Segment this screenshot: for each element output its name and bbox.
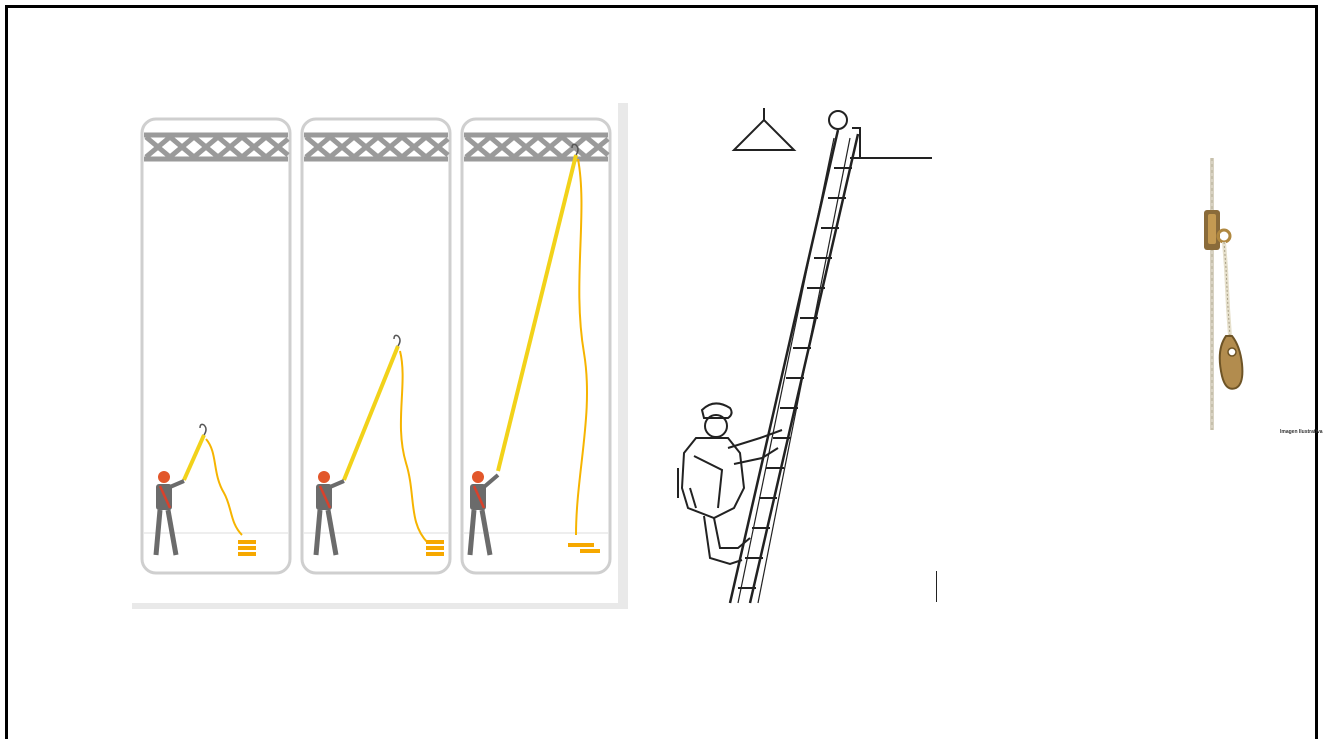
panel-2 — [302, 119, 450, 573]
extension-pole-illustration — [132, 103, 628, 609]
rope-grab-device-image: Imagen Ilustrativa — [1198, 158, 1323, 438]
text-cursor — [936, 571, 937, 602]
rope-coil-icon — [238, 540, 256, 556]
panel-1 — [142, 119, 290, 573]
snap-hook-icon — [1220, 336, 1243, 389]
image-caption: Imagen Ilustrativa — [1280, 429, 1323, 435]
ladder-climber-illustration — [674, 108, 940, 608]
panel-3 — [462, 119, 610, 573]
rope-coil-icon — [426, 540, 444, 556]
slide-frame: Imagen Ilustrativa — [5, 5, 1318, 739]
